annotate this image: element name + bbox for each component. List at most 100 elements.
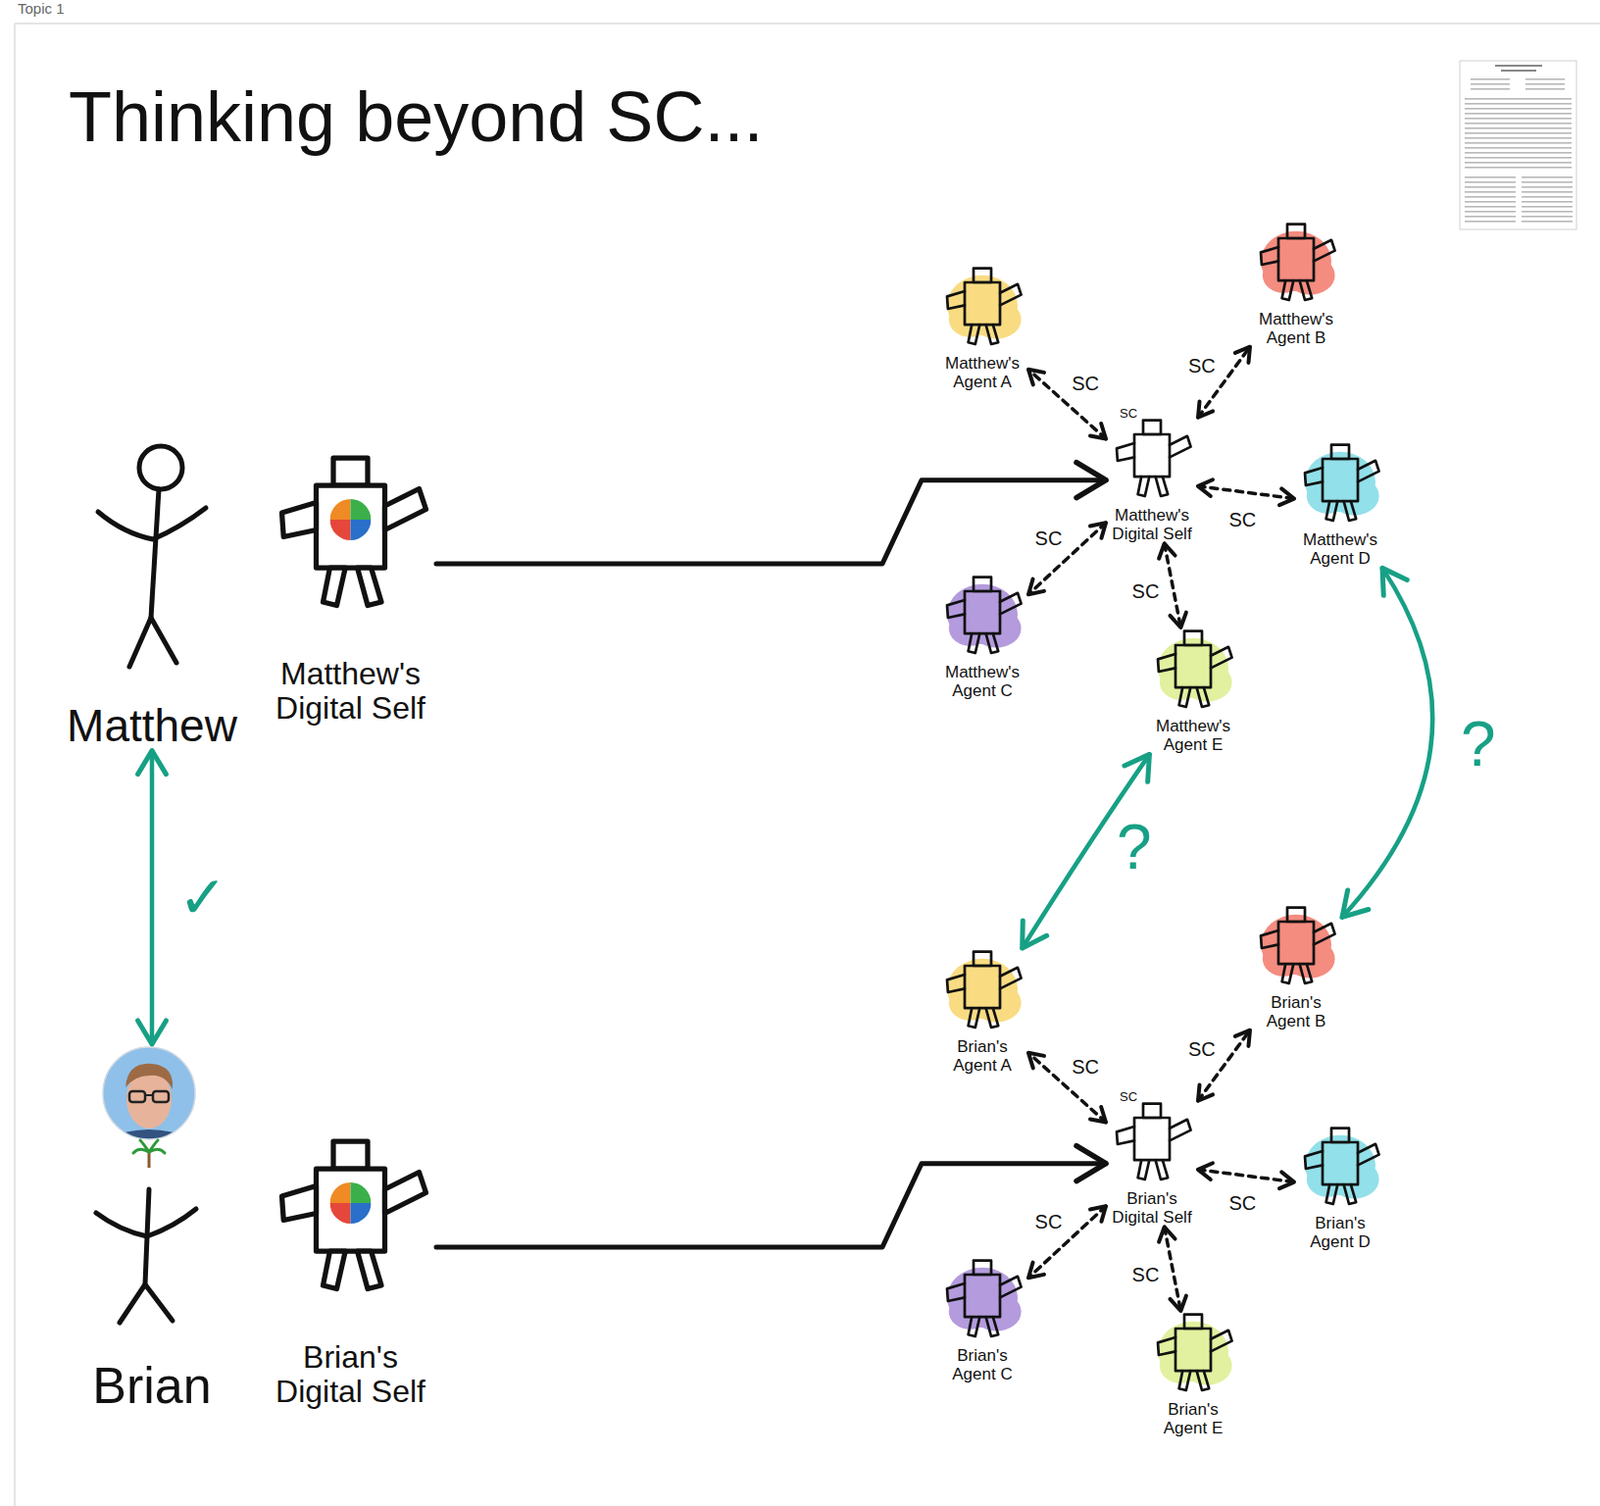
- edge-label: SC: [1068, 372, 1102, 395]
- connector-line: [1164, 1226, 1182, 1311]
- edge-label: SC: [1129, 1263, 1163, 1286]
- robot-symbol: [1260, 907, 1336, 984]
- robotbig-illustration: [264, 446, 437, 628]
- edge-label: SC: [1068, 1055, 1102, 1078]
- arrow-head: [1169, 1296, 1186, 1311]
- node-label: Brian's Agent C: [936, 1347, 1029, 1384]
- arrow-head: [1090, 423, 1106, 440]
- node-label: Matthew's Agent B: [1250, 310, 1343, 348]
- arrow-head: [1198, 1162, 1213, 1180]
- edge-label: SC: [1185, 354, 1219, 377]
- arrow-head: [1198, 479, 1213, 497]
- connector: [1028, 1052, 1106, 1123]
- agent-robot: Matthew's Agent D: [1294, 441, 1387, 568]
- edge-label: SC: [1032, 527, 1066, 550]
- connector-line: [1028, 1205, 1106, 1278]
- node-label: Matthew's Agent E: [1147, 717, 1240, 754]
- connector-line: [1028, 522, 1106, 595]
- robot-illustration: [936, 948, 1029, 1037]
- person-figure: Matthew: [58, 431, 246, 751]
- digital-self-hub: Matthew's Digital Self: [1105, 416, 1199, 544]
- arrow-head: [1028, 579, 1045, 596]
- arrow-head: [1022, 920, 1048, 949]
- agent-robot: Matthew's Agent A: [936, 264, 1029, 392]
- person-figure: Brian: [58, 1044, 246, 1414]
- brianfig-symbol: [94, 1044, 206, 1323]
- node-label: Brian's Digital Self: [1105, 1190, 1199, 1227]
- arrow-head: [1028, 1262, 1045, 1279]
- stickman-symbol: [98, 446, 206, 667]
- connector: [1028, 1205, 1106, 1278]
- robot-symbol: [1157, 1314, 1233, 1391]
- agent-robot: Brian's Agent C: [936, 1256, 1029, 1384]
- connector-line: [436, 1163, 1106, 1248]
- arrow-head: [1382, 567, 1407, 596]
- edge-label: ?: [1457, 709, 1500, 779]
- node-label: Matthew's Digital Self: [1105, 506, 1199, 544]
- connector-line: [436, 480, 1106, 564]
- agent-robot: Brian's Agent E: [1147, 1310, 1240, 1438]
- arrow-head: [1198, 400, 1213, 417]
- edge-label: SC: [1032, 1210, 1066, 1233]
- connector-line: [1198, 1169, 1295, 1183]
- robot-symbol: [1304, 445, 1380, 521]
- brianfig-illustration: [58, 1044, 246, 1329]
- arrow-head: [1076, 1146, 1106, 1182]
- node-label: Matthew's Agent A: [936, 354, 1029, 392]
- robot-symbol: [1260, 224, 1336, 300]
- connector: [1158, 1226, 1187, 1311]
- robot-illustration: [936, 1256, 1029, 1346]
- connector: [1028, 369, 1106, 440]
- connector: [1198, 1162, 1295, 1189]
- note-label: Topic 1: [17, 0, 65, 18]
- digital-self-robot: Brian's Digital Self: [264, 1129, 437, 1409]
- node-label: Matthew's Agent D: [1294, 531, 1387, 568]
- paper-thumbnail: [1459, 60, 1577, 230]
- robot-symbol: [1157, 631, 1233, 707]
- svg-shape: [1459, 60, 1577, 230]
- arrow-head: [1090, 1205, 1106, 1222]
- node-label: Matthew: [58, 700, 246, 751]
- agent-robot: Matthew's Agent B: [1250, 220, 1343, 348]
- note-label: SC: [1119, 1090, 1138, 1104]
- arrow-head: [1235, 347, 1250, 363]
- connector: [436, 462, 1106, 564]
- connector-line: [1164, 543, 1182, 628]
- edge-label: SC: [1129, 580, 1163, 602]
- robot-illustration: [936, 264, 1029, 353]
- arrow-head: [1279, 1171, 1295, 1189]
- robot-illustration: [1294, 441, 1387, 530]
- digital-self-robot: Matthew's Digital Self: [264, 446, 437, 726]
- node-label: Brian's Agent E: [1147, 1400, 1240, 1438]
- robot-symbol: [947, 577, 1022, 653]
- arrow-head: [1028, 369, 1045, 386]
- robot-illustration: [1250, 220, 1343, 309]
- svg-shape: [1464, 176, 1516, 224]
- node-label: Brian's Agent A: [936, 1038, 1029, 1075]
- arrow-head: [1090, 1106, 1106, 1123]
- edge-label: SC: [1225, 508, 1259, 531]
- arrow-head: [1169, 612, 1186, 628]
- arrow-head: [1158, 1226, 1175, 1242]
- connector: [1342, 567, 1433, 917]
- svg-shape: [1525, 78, 1565, 91]
- arrow-head: [1235, 1030, 1250, 1047]
- svg-shape: [1470, 78, 1510, 91]
- robotbig-symbol: [282, 1141, 427, 1290]
- arrow-head: [1198, 1084, 1213, 1100]
- agent-robot: Brian's Agent A: [936, 948, 1029, 1075]
- robot-symbol: [1116, 420, 1192, 497]
- connector: [138, 750, 167, 1045]
- robotbig-illustration: [264, 1129, 437, 1311]
- node-label: Brian's Agent D: [1294, 1214, 1387, 1251]
- node-label: Matthew's Agent C: [936, 663, 1029, 700]
- robot-illustration: [1147, 1310, 1240, 1400]
- connector: [1028, 522, 1106, 595]
- arrow-head: [1124, 753, 1150, 782]
- connector: [1198, 479, 1295, 505]
- arrow-head: [138, 1020, 167, 1045]
- diagram-title: Thinking beyond SC...: [68, 76, 763, 158]
- robot-symbol: [947, 951, 1022, 1028]
